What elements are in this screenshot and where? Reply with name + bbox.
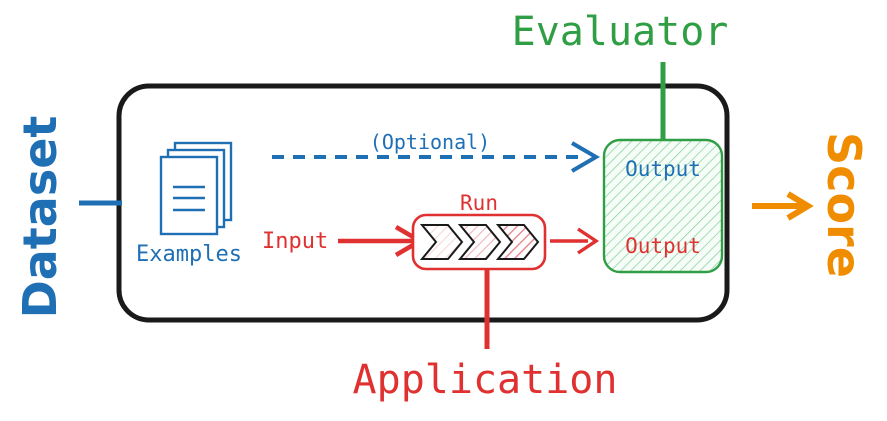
stacked-documents-icon [159,141,233,236]
dataset-label: Dataset [13,115,67,319]
evaluator-output-box [602,138,724,274]
input-arrow-icon [338,225,425,257]
application-label: Application [352,357,618,403]
optional-dashed-arrow-icon [272,141,600,173]
score-arrow-icon [752,191,814,221]
run-output-arrow-icon [550,227,600,255]
score-label: Score [817,132,871,278]
optional-label: (Optional) [369,130,491,154]
examples-label: Examples [136,242,242,267]
evaluator-label: Evaluator [511,9,729,55]
triple-chevron-icon [419,224,540,260]
output-label-bottom: Output [625,234,701,258]
chevron-stage-1 [419,224,464,260]
chevron-stage-2 [457,224,502,260]
input-label: Input [262,229,329,254]
output-label-top: Output [625,157,701,181]
chevron-stage-3 [495,224,540,260]
run-label: Run [460,191,498,215]
